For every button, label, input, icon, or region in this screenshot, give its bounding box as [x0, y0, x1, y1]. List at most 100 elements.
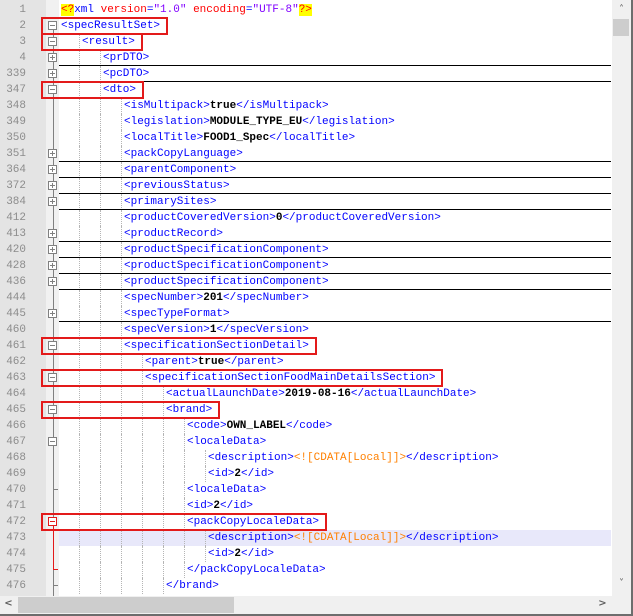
- code-line[interactable]: 413<productRecord>: [0, 226, 631, 242]
- indent-guide: [163, 498, 164, 514]
- code-text: <specVersion>1</specVersion>: [124, 324, 309, 336]
- code-line[interactable]: 461<specificationSectionDetail>: [0, 338, 631, 354]
- code-line[interactable]: 364<parentComponent>: [0, 162, 631, 178]
- collapse-minus-icon[interactable]: [48, 405, 57, 414]
- code-line[interactable]: 473<description><![CDATA[Local]]></descr…: [0, 530, 631, 546]
- indent-guide: [142, 370, 143, 386]
- horizontal-scrollbar[interactable]: < >: [0, 596, 612, 614]
- code-line[interactable]: 339<pcDTO>: [0, 66, 631, 82]
- code-line[interactable]: 468<description><![CDATA[Local]]></descr…: [0, 450, 631, 466]
- horizontal-scroll-thumb[interactable]: [18, 597, 234, 613]
- code-line[interactable]: 420<productSpecificationComponent>: [0, 242, 631, 258]
- indent-guide: [121, 482, 122, 498]
- scroll-down-icon[interactable]: ˅: [619, 578, 624, 589]
- code-line[interactable]: 463<specificationSectionFoodMainDetailsS…: [0, 370, 631, 386]
- expand-plus-icon[interactable]: [48, 309, 57, 318]
- indent-guide: [205, 546, 206, 562]
- code-line[interactable]: 4<prDTO>: [0, 50, 631, 66]
- collapse-minus-icon[interactable]: [48, 21, 57, 30]
- expand-plus-icon[interactable]: [48, 149, 57, 158]
- indent-guide: [79, 322, 80, 338]
- code-line[interactable]: 460<specVersion>1</specVersion>: [0, 322, 631, 338]
- code-line[interactable]: 1<?xml version="1.0" encoding="UTF-8"?>: [0, 2, 631, 18]
- scroll-up-icon[interactable]: ˄: [619, 4, 624, 15]
- code-line[interactable]: 372<previousStatus>: [0, 178, 631, 194]
- indent-guide: [79, 306, 80, 322]
- collapse-minus-icon[interactable]: [48, 437, 57, 446]
- code-line[interactable]: 474<id>2</id>: [0, 546, 631, 562]
- code-text: <parentComponent>: [124, 164, 237, 176]
- code-line[interactable]: 462<parent>true</parent>: [0, 354, 631, 370]
- expand-plus-icon[interactable]: [48, 197, 57, 206]
- line-number: 462: [6, 356, 26, 368]
- code-line[interactable]: 466<code>OWN_LABEL</code>: [0, 418, 631, 434]
- indent-guide: [121, 562, 122, 578]
- code-line[interactable]: 470<localeData>: [0, 482, 631, 498]
- code-line[interactable]: 349<legislation>MODULE_TYPE_EU</legislat…: [0, 114, 631, 130]
- code-line[interactable]: 464<actualLaunchDate>2019-08-16</actualL…: [0, 386, 631, 402]
- code-line[interactable]: 348<isMultipack>true</isMultipack>: [0, 98, 631, 114]
- indent-guide: [121, 402, 122, 418]
- code-line[interactable]: 475</packCopyLocaleData>: [0, 562, 631, 578]
- indent-guide: [79, 338, 80, 354]
- expand-plus-icon[interactable]: [48, 229, 57, 238]
- scroll-right-icon[interactable]: >: [598, 598, 607, 609]
- collapse-minus-icon[interactable]: [48, 341, 57, 350]
- code-line[interactable]: 347<dto>: [0, 82, 631, 98]
- expand-plus-icon[interactable]: [48, 261, 57, 270]
- code-line[interactable]: 467<localeData>: [0, 434, 631, 450]
- code-line[interactable]: 428<productSpecificationComponent>: [0, 258, 631, 274]
- code-line[interactable]: 476</brand>: [0, 578, 631, 594]
- indent-guide: [79, 386, 80, 402]
- indent-guide: [79, 146, 80, 162]
- scroll-left-icon[interactable]: <: [4, 598, 13, 609]
- indent-guide: [100, 66, 101, 82]
- indent-guide: [100, 306, 101, 322]
- code-line[interactable]: 445<specTypeFormat>: [0, 306, 631, 322]
- expand-plus-icon[interactable]: [48, 53, 57, 62]
- vertical-scrollbar[interactable]: ˄ ˅: [612, 0, 631, 596]
- indent-guide: [79, 226, 80, 242]
- collapse-minus-icon[interactable]: [48, 517, 57, 526]
- code-line[interactable]: 2<specResultSet>: [0, 18, 631, 34]
- indent-guide: [79, 466, 80, 482]
- indent-guide: [184, 530, 185, 546]
- indent-guide: [121, 498, 122, 514]
- code-line[interactable]: 384<primarySites>: [0, 194, 631, 210]
- code-line[interactable]: 350<localTitle>FOOD1_Spec</localTitle>: [0, 130, 631, 146]
- expand-plus-icon[interactable]: [48, 277, 57, 286]
- indent-guide: [79, 242, 80, 258]
- code-text: <dto>: [103, 84, 137, 96]
- collapse-minus-icon[interactable]: [48, 373, 57, 382]
- line-number: 348: [6, 100, 26, 112]
- indent-guide: [121, 242, 122, 258]
- code-line[interactable]: 469<id>2</id>: [0, 466, 631, 482]
- indent-guide: [163, 530, 164, 546]
- code-area[interactable]: [59, 0, 611, 596]
- code-line[interactable]: 351<packCopyLanguage>: [0, 146, 631, 162]
- indent-guide: [184, 418, 185, 434]
- expand-plus-icon[interactable]: [48, 245, 57, 254]
- line-number: 1: [19, 4, 26, 16]
- collapse-minus-icon[interactable]: [48, 85, 57, 94]
- code-line[interactable]: 436<productSpecificationComponent>: [0, 274, 631, 290]
- code-line[interactable]: 465<brand>: [0, 402, 631, 418]
- code-line[interactable]: 3<result>: [0, 34, 631, 50]
- indent-guide: [100, 82, 101, 98]
- expand-plus-icon[interactable]: [48, 69, 57, 78]
- code-line[interactable]: 444<specNumber>201</specNumber>: [0, 290, 631, 306]
- indent-guide: [121, 226, 122, 242]
- indent-guide: [121, 98, 122, 114]
- code-text: <description><![CDATA[Local]]></descript…: [208, 452, 499, 464]
- expand-plus-icon[interactable]: [48, 165, 57, 174]
- code-line[interactable]: 412<productCoveredVersion>0</productCove…: [0, 210, 631, 226]
- code-line[interactable]: 471<id>2</id>: [0, 498, 631, 514]
- expand-plus-icon[interactable]: [48, 181, 57, 190]
- code-text: <productSpecificationComponent>: [124, 260, 329, 272]
- indent-guide: [163, 434, 164, 450]
- code-line[interactable]: 472<packCopyLocaleData>: [0, 514, 631, 530]
- collapse-minus-icon[interactable]: [48, 37, 57, 46]
- vertical-scroll-thumb[interactable]: [613, 19, 629, 36]
- indent-guide: [121, 578, 122, 594]
